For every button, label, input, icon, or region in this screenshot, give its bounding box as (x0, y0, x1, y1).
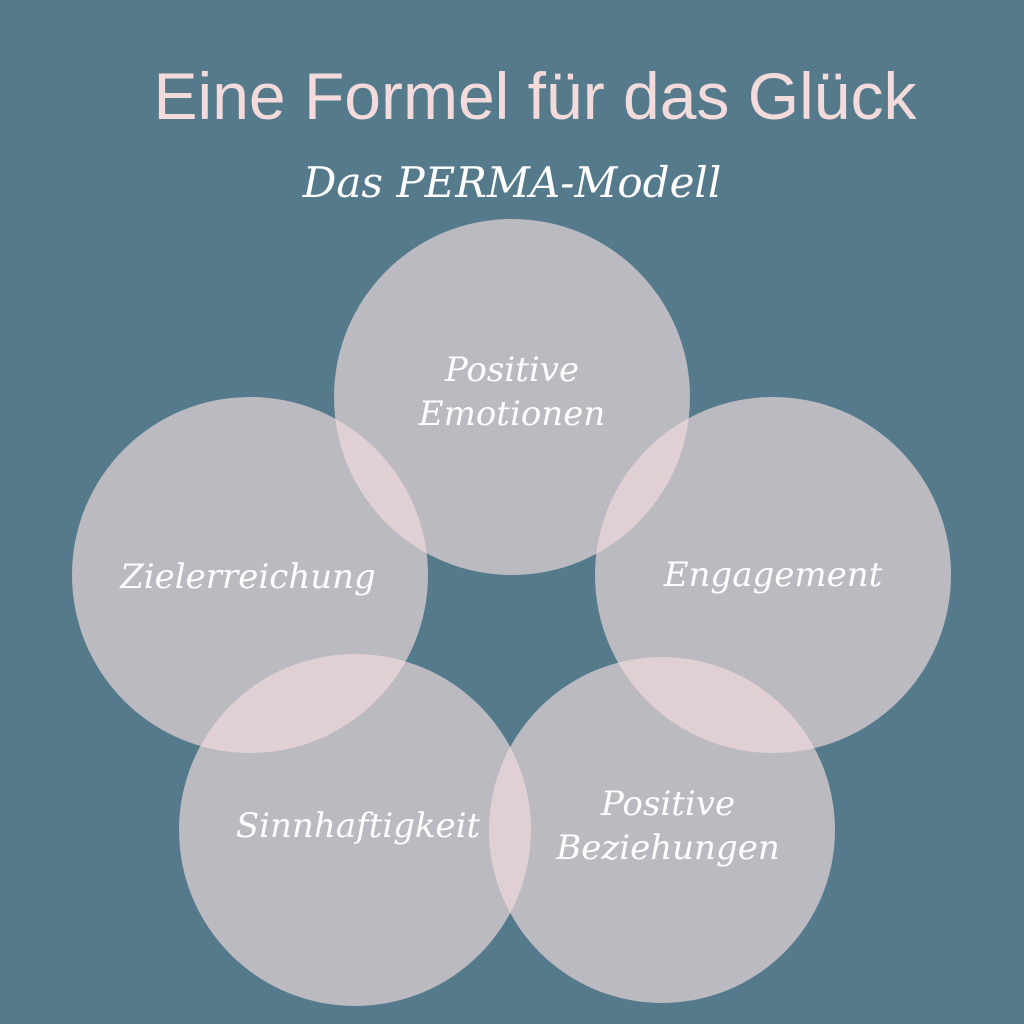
overlap-right-bottomright (595, 657, 835, 753)
page-subtitle: Das PERMA-Modell (302, 158, 722, 207)
label-sinnhaftigkeit: Sinnhaftigkeit (235, 806, 481, 846)
overlap-left-bottomleft (179, 654, 428, 753)
label-engagement: Engagement (663, 555, 883, 595)
page-title: Eine Formel für das Glück (153, 59, 917, 133)
circle-positive-emotionen (334, 219, 690, 575)
label-zielerreichung: Zielerreichung (120, 557, 376, 597)
